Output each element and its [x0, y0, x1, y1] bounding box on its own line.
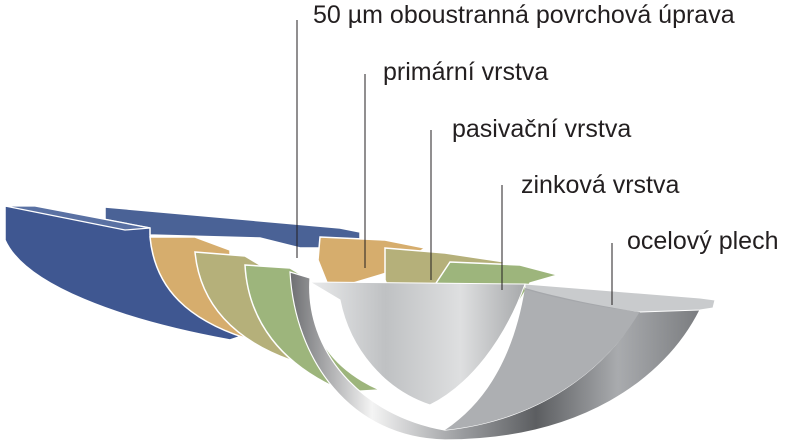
label-primer: primární vrstva: [383, 58, 549, 86]
layer-steel: [289, 271, 716, 441]
label-steel: ocelový plech: [627, 227, 779, 255]
label-coating: 50 µm oboustranná povrchová úprava: [313, 1, 735, 29]
label-zinc: zinková vrstva: [521, 171, 680, 199]
label-passivation: pasivační vrstva: [452, 115, 632, 143]
leader-lines: [296, 20, 613, 305]
coating-top-edge: [4, 205, 151, 231]
steel-inner-surface: [308, 281, 526, 406]
steel-right-inner: [445, 288, 640, 430]
